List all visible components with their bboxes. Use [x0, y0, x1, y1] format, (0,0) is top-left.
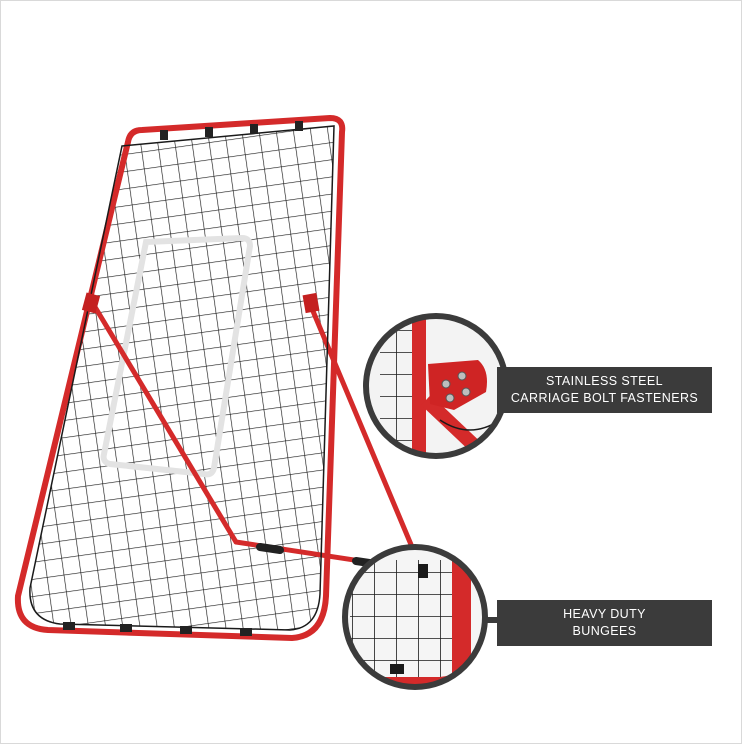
hinge-bracket-right	[302, 292, 320, 314]
callout-label-bungees: HEAVY DUTY BUNGEES	[497, 600, 712, 646]
net-target-frame	[100, 234, 254, 478]
rebounder-frame	[14, 115, 346, 641]
bungee-loops	[63, 121, 303, 636]
callout-zoom-bungees	[342, 544, 712, 690]
callout-line: CARRIAGE BOLT FASTENERS	[510, 391, 699, 405]
callout-line: HEAVY DUTY	[563, 607, 646, 621]
callout-line: BUNGEES	[572, 624, 637, 638]
net-mesh	[29, 126, 334, 630]
hinge-bracket-left	[81, 292, 101, 314]
callout-zoom-fasteners	[363, 313, 712, 459]
callout-label-fasteners: STAINLESS STEEL CARRIAGE BOLT FASTENERS	[497, 367, 712, 413]
callout-line: STAINLESS STEEL	[546, 374, 663, 388]
